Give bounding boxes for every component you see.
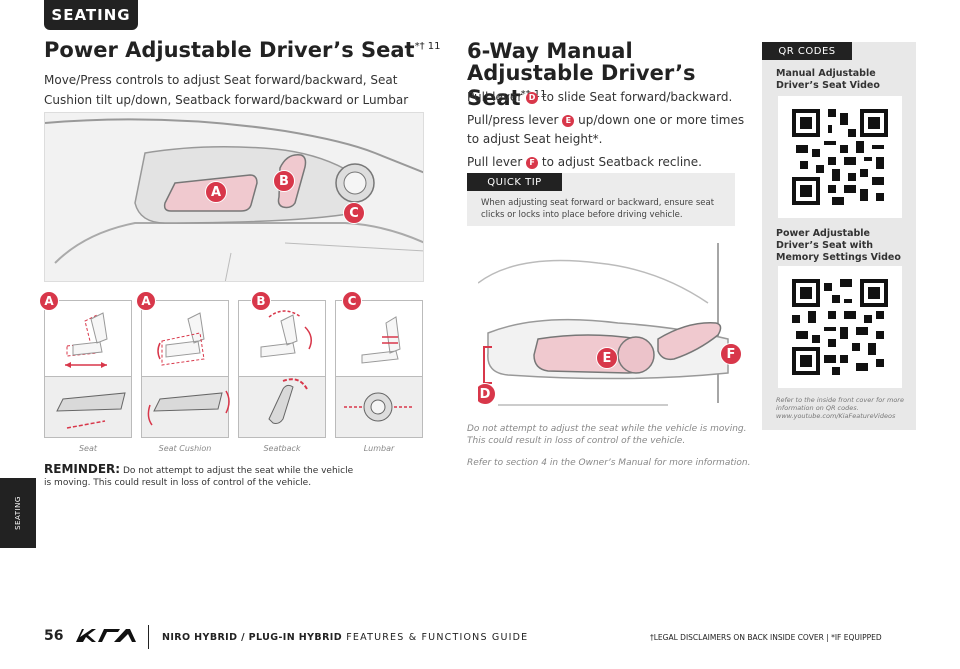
qr-item1-title: Manual Adjustable Driver’s Seat Video: [776, 68, 880, 91]
panel-seatback-caption: Seatback: [263, 444, 301, 453]
manual-seat-drawing: [478, 243, 729, 406]
qr-codes-label: QR CODES: [762, 42, 852, 60]
step2-badge: E: [562, 114, 575, 127]
qr-footnote: Refer to the inside front cover for more…: [776, 396, 904, 420]
panel-cushion-badge: A: [136, 291, 156, 311]
footer-guide-name: FEATURES & FUNCTIONS GUIDE: [346, 632, 529, 643]
seat-move-diagram: [56, 312, 126, 429]
reminder-note: REMINDER: Do not attempt to adjust the s…: [44, 463, 354, 489]
hero-badge-b: B: [273, 170, 295, 192]
power-seat-illustration: A B C: [44, 112, 424, 282]
panel-lumbar-badge: C: [342, 291, 362, 311]
reminder-text: Do not attempt to adjust the seat while …: [44, 466, 354, 488]
quick-tip-text: When adjusting seat forward or backward,…: [481, 198, 715, 220]
step3-post: to adjust Seatback recline.: [541, 155, 702, 169]
manual-badge-e: E: [596, 347, 618, 369]
hero-badge-a: A: [205, 181, 227, 203]
manual-badge-d: D: [478, 383, 496, 405]
seatback-recline-diagram: [260, 310, 312, 424]
panel-seat: A: [39, 291, 132, 438]
step3-badge: F: [526, 156, 539, 169]
power-seat-title-text: Power Adjustable Driver’s Seat: [44, 38, 415, 62]
side-section-tab: SEATING: [0, 478, 36, 548]
step1-post: to slide Seat forward/backward.: [541, 90, 733, 104]
step1-badge: D: [526, 91, 539, 104]
panel-seat-badge: A: [39, 291, 59, 311]
panel-seatback: B: [238, 291, 326, 438]
panel-lumbar-caption: Lumbar: [363, 444, 395, 453]
footer-model: NIRO HYBRID / PLUG-IN HYBRID: [162, 632, 343, 643]
qr-item2-title: Power Adjustable Driver’s Seat with Memo…: [776, 228, 901, 263]
step-slide: Pull lever D to slide Seat forward/backw…: [467, 88, 747, 107]
manual-seat-steps: Pull lever D to slide Seat forward/backw…: [467, 88, 747, 176]
section-tab: SEATING: [44, 0, 138, 30]
step2-post: up/down one or more times to adjust Seat…: [467, 113, 745, 146]
power-seat-title-sup: *† 11: [414, 41, 441, 52]
step1-pre: Pull lever: [467, 90, 523, 104]
manual-seat-illustration: D E F: [478, 243, 746, 408]
qr-code-power-seat[interactable]: [778, 266, 902, 388]
step-recline: Pull lever F to adjust Seatback recline.: [467, 153, 747, 172]
panel-seat-cushion: A: [136, 291, 230, 438]
manual-seat-title-text: 6-Way Manual Adjustable Driver’s Seat: [467, 39, 696, 110]
qr-code-icon: [792, 109, 888, 205]
footer-guide-title: NIRO HYBRID / PLUG-IN HYBRID FEATURES & …: [162, 632, 528, 643]
manual-warning-note: Do not attempt to adjust the seat while …: [467, 424, 747, 446]
quick-tip-box: QUICK TIP When adjusting seat forward or…: [467, 173, 735, 226]
side-tab-label: SEATING: [14, 496, 22, 530]
cushion-tilt-diagram: [147, 312, 230, 426]
hero-badge-c: C: [343, 202, 365, 224]
power-seat-title: Power Adjustable Driver’s Seat*† 11: [44, 38, 440, 62]
manual-badge-f: F: [720, 343, 742, 365]
manual-reference-note: Refer to section 4 in the Owner’s Manual…: [467, 458, 751, 468]
step3-pre: Pull lever: [467, 155, 523, 169]
step2-pre: Pull/press lever: [467, 113, 559, 127]
panel-cushion-caption: Seat Cushion: [158, 444, 212, 453]
footer-legal: †LEGAL DISCLAIMERS ON BACK INSIDE COVER …: [650, 633, 882, 642]
kia-logo: [76, 629, 136, 642]
lumbar-diagram: [344, 316, 412, 422]
page-number: 56: [44, 628, 64, 644]
panel-seat-caption: Seat: [78, 444, 98, 453]
quick-tip-label: QUICK TIP: [467, 173, 562, 191]
qr-codes-panel: QR CODES Manual Adjustable Driver’s Seat…: [762, 42, 916, 430]
qr-code-manual-seat[interactable]: [778, 96, 902, 218]
panel-lumbar: C: [335, 291, 423, 438]
seat-side-drawing: [45, 118, 423, 281]
panel-seatback-badge: B: [251, 291, 271, 311]
reminder-label: REMINDER:: [44, 462, 121, 476]
step-height: Pull/press lever E up/down one or more t…: [467, 111, 747, 149]
footer-divider: [148, 625, 149, 649]
qr-code-icon: [792, 279, 888, 375]
